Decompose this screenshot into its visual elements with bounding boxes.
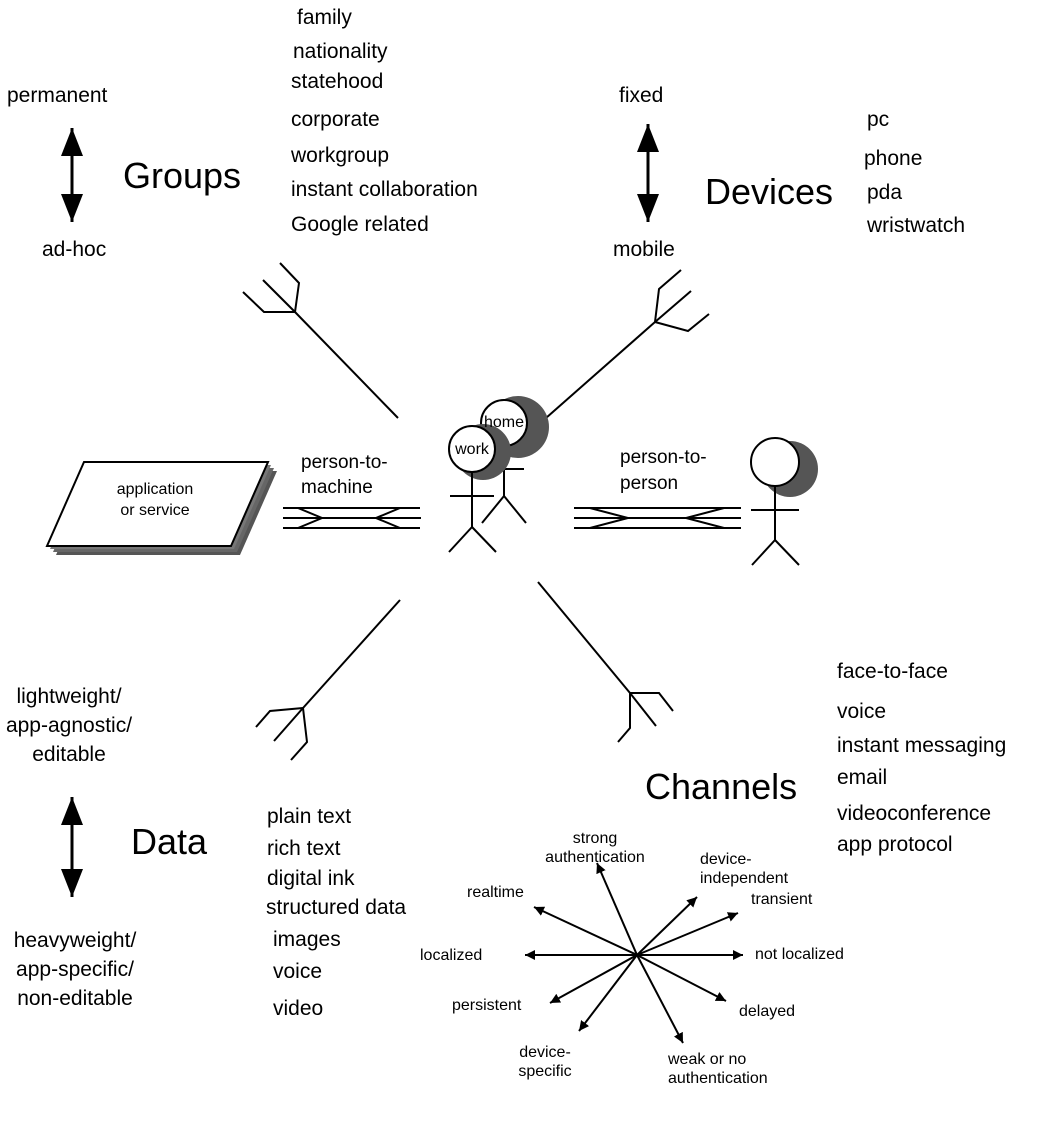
channels-item: videoconference <box>837 802 992 825</box>
devices-range-top: fixed <box>619 84 664 107</box>
property-not-localized: not localized <box>755 946 844 963</box>
groups-spoke <box>242 262 399 419</box>
property-device-specific: device- specific <box>518 1044 572 1080</box>
property-localized: localized <box>420 947 483 964</box>
groups-item: family <box>297 6 352 29</box>
groups-item: instant collaboration <box>291 178 478 201</box>
channels-title: Channels <box>645 766 798 807</box>
arrow-persistent <box>549 954 638 1004</box>
work-person-figure <box>448 424 511 553</box>
groups-item: Google related <box>291 213 429 236</box>
devices-item: pc <box>867 108 890 131</box>
property-transient: transient <box>751 891 813 908</box>
data-spoke <box>255 599 401 761</box>
groups-item: workgroup <box>291 144 390 167</box>
other-person-figure <box>750 437 818 566</box>
application-label: application or service <box>116 481 194 519</box>
arrow-strong-authentication <box>596 862 638 956</box>
channels-item: voice <box>837 700 887 723</box>
data-range-bottom: heavyweight/ app-specific/ non-editable <box>13 929 137 1010</box>
devices-item: pda <box>867 181 903 204</box>
property-weak-authentication: weak or no authentication <box>668 1051 768 1087</box>
channels-spoke <box>537 581 674 743</box>
groups-item: corporate <box>291 108 380 131</box>
data-title: Data <box>131 821 208 862</box>
channels-item: email <box>837 766 888 789</box>
data-range-arrow <box>61 797 83 897</box>
arrow-weak-authentication <box>636 954 684 1044</box>
groups-range-bottom: ad-hoc <box>42 238 107 261</box>
groups-range-arrow <box>61 128 83 222</box>
property-persistent: persistent <box>452 997 522 1014</box>
property-delayed: delayed <box>739 1003 796 1020</box>
work-label: work <box>455 441 489 458</box>
person-to-machine-label-2: machine <box>301 477 373 498</box>
data-item: images <box>273 928 341 951</box>
devices-item: phone <box>864 147 923 170</box>
devices-range-arrow <box>637 124 659 222</box>
groups-title: Groups <box>123 155 242 196</box>
property-device-independent: device- independent <box>700 851 789 887</box>
channels-item: face-to-face <box>837 660 948 683</box>
devices-range-bottom: mobile <box>613 238 675 261</box>
channel-properties-star <box>525 862 743 1044</box>
property-realtime: realtime <box>467 884 524 901</box>
groups-item: statehood <box>291 70 384 93</box>
devices-item: wristwatch <box>867 214 966 237</box>
channels-item: app protocol <box>837 833 953 856</box>
person-to-machine-label-1: person-to- <box>301 452 388 473</box>
arrow-transient <box>636 912 739 956</box>
data-item: structured data <box>266 896 407 919</box>
data-item: plain text <box>267 805 352 828</box>
arrow-realtime <box>533 906 638 956</box>
home-label: home <box>483 414 525 431</box>
data-item: voice <box>273 960 323 983</box>
arrow-device-specific <box>578 954 638 1032</box>
property-strong-authentication: strong authentication <box>545 830 645 866</box>
devices-title: Devices <box>705 171 834 212</box>
arrow-device-independent <box>636 896 698 956</box>
person-to-person-label-2: person <box>620 473 679 494</box>
application-service-box <box>45 461 277 555</box>
person-to-person-connector <box>574 507 741 529</box>
groups-item: nationality <box>293 40 388 63</box>
data-item: video <box>273 997 324 1020</box>
devices-spoke <box>545 269 710 419</box>
channels-item: instant messaging <box>837 734 1007 757</box>
arrow-delayed <box>636 954 727 1002</box>
data-range-top: lightweight/ app-agnostic/ editable <box>5 685 133 766</box>
data-item: rich text <box>267 837 341 860</box>
data-item: digital ink <box>267 867 355 890</box>
person-to-person-label-1: person-to- <box>620 447 707 468</box>
person-to-machine-connector <box>283 507 421 529</box>
groups-range-top: permanent <box>7 84 108 107</box>
